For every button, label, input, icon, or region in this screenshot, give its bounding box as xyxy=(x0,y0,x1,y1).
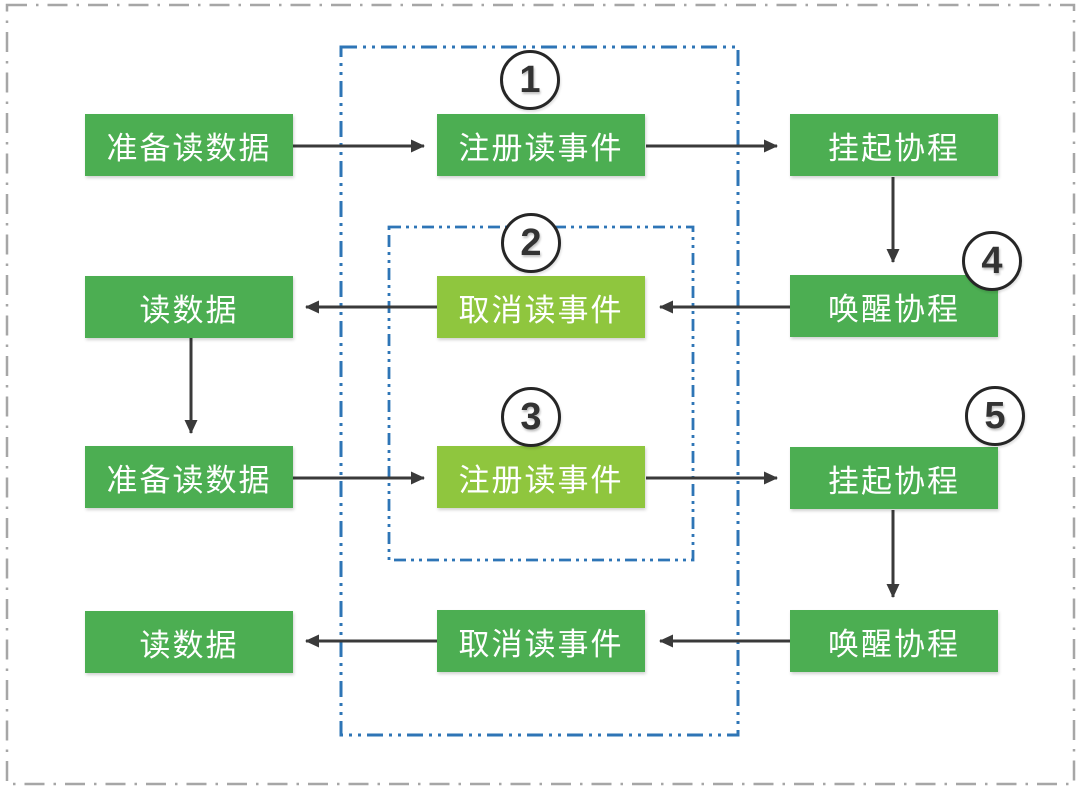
box-wake-coroutine-2: 唤醒协程 xyxy=(790,610,998,672)
box-suspend-coroutine-1: 挂起协程 xyxy=(790,114,998,176)
box-register-read-event-2: 注册读事件 xyxy=(437,446,645,508)
step-circle-5: 5 xyxy=(965,386,1025,446)
step-circle-1: 1 xyxy=(500,50,560,110)
step-circle-3: 3 xyxy=(501,387,561,447)
box-read-data-2: 读数据 xyxy=(85,611,293,673)
box-cancel-read-event-2: 取消读事件 xyxy=(437,610,645,672)
page-border xyxy=(5,3,1076,786)
outer-dashed-group-border xyxy=(339,45,740,737)
step-circle-2: 2 xyxy=(501,213,561,273)
box-read-data-1: 读数据 xyxy=(85,276,293,338)
box-wake-coroutine-1: 唤醒协程 xyxy=(790,275,998,337)
box-register-read-event-1: 注册读事件 xyxy=(437,114,645,176)
box-cancel-read-event-1: 取消读事件 xyxy=(437,276,645,338)
box-suspend-coroutine-2: 挂起协程 xyxy=(790,447,998,509)
box-prepare-read-data-2: 准备读数据 xyxy=(85,446,293,508)
step-circle-4: 4 xyxy=(962,231,1022,291)
box-prepare-read-data-1: 准备读数据 xyxy=(85,114,293,176)
